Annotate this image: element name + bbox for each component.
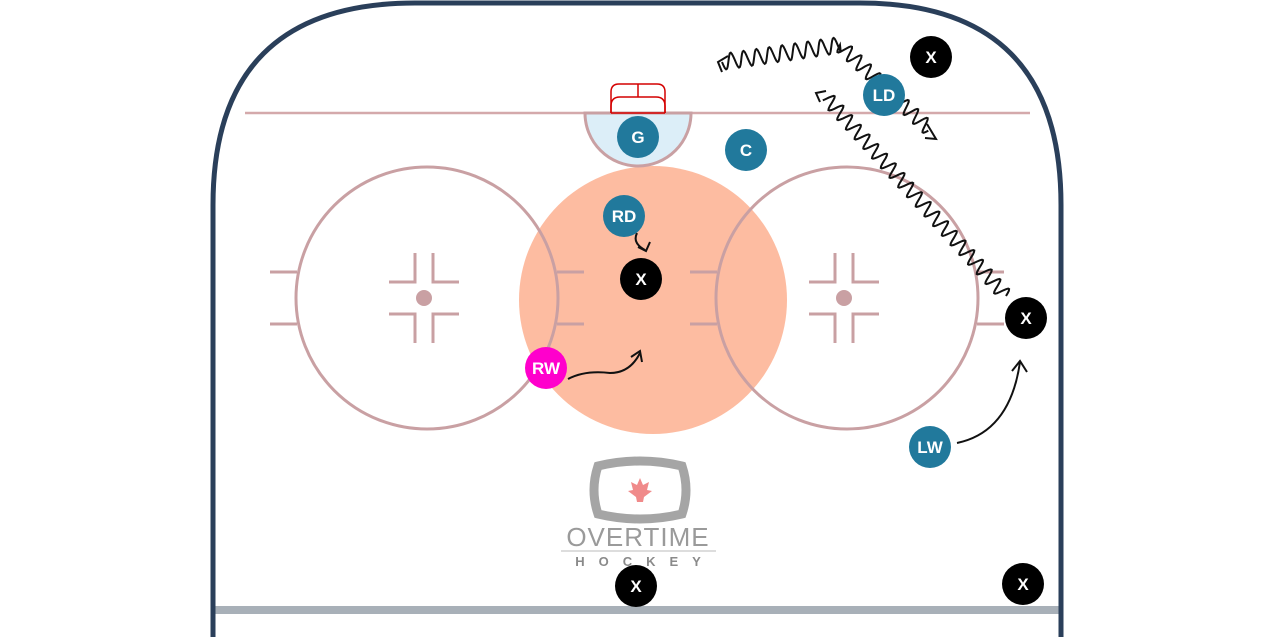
rink-boards	[210, 0, 1064, 637]
player-marker	[525, 347, 567, 389]
skate-arrow	[956, 361, 1021, 444]
opponent-label: X	[635, 270, 647, 289]
player-label: RD	[612, 207, 637, 226]
opponent-marker[interactable]: X	[620, 258, 662, 300]
bracket-icon	[814, 90, 827, 103]
faceoff-dot	[836, 290, 852, 306]
player-label: RW	[532, 359, 561, 378]
logo-text-hockey: HOCKEY	[575, 554, 715, 569]
bracket-icon	[924, 123, 938, 141]
hash-marks	[270, 253, 584, 343]
player-label: LD	[873, 86, 896, 105]
bracket-icon	[716, 55, 729, 73]
opponent-marker[interactable]: X	[615, 565, 657, 607]
player-marker	[909, 426, 951, 468]
arrowhead-icon	[630, 349, 643, 363]
arrowhead-icon	[1011, 359, 1028, 373]
player-g[interactable]: G	[617, 116, 659, 158]
highlight-zone	[519, 166, 787, 434]
player-c[interactable]: C	[725, 129, 767, 171]
faceoff-circle-left	[294, 165, 560, 431]
opponent-marker[interactable]: X	[1005, 297, 1047, 339]
player-rw[interactable]: RW	[525, 347, 567, 389]
skate-with-puck-path	[822, 94, 1011, 297]
player-label: C	[740, 141, 752, 160]
arrowhead-icon	[637, 241, 651, 253]
player-marker	[617, 116, 659, 158]
opponent-marker[interactable]: X	[910, 36, 952, 78]
player-label: LW	[917, 438, 943, 457]
opponent-label: X	[925, 48, 937, 67]
player-lw[interactable]: LW	[909, 426, 951, 468]
player-rd[interactable]: RD	[603, 195, 645, 237]
opponent-label: X	[1017, 575, 1029, 594]
opponent-label: X	[630, 577, 642, 596]
faceoff-circle-right	[714, 165, 980, 431]
logo-text-overtime: OVERTIME	[566, 522, 709, 552]
player-marker	[603, 195, 645, 237]
opponent-marker[interactable]: X	[1002, 563, 1044, 605]
player-marker	[863, 74, 905, 116]
goal-net	[610, 83, 666, 114]
skate-arrow	[567, 352, 641, 380]
player-label: G	[631, 128, 644, 147]
opponent-label: X	[1020, 309, 1032, 328]
faceoff-dot	[416, 290, 432, 306]
player-ld[interactable]: LD	[863, 74, 905, 116]
player-marker	[725, 129, 767, 171]
overtime-hockey-logo: OVERTIME HOCKEY	[561, 456, 716, 569]
